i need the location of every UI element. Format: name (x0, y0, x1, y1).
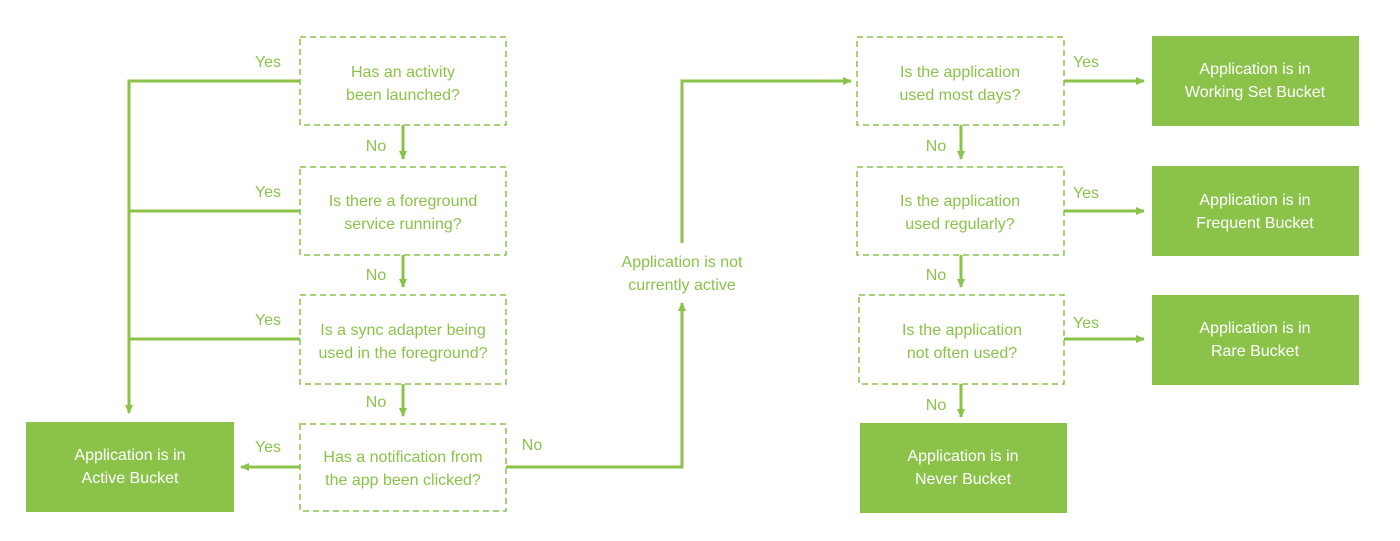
question-foreground-service-line2: service running? (344, 216, 462, 233)
edge-label-foreground-service-no: No (366, 267, 387, 284)
edge-label-activity-no: No (366, 138, 387, 155)
question-regularly-line1: Is the application (900, 193, 1020, 210)
question-not-often-box (858, 294, 1065, 385)
connector-inactive-to-most-days (680, 77, 852, 243)
question-notification-line1: Has a notification from (323, 449, 482, 466)
result-active-line1: Application is in (74, 447, 185, 464)
result-frequent-line1: Application is in (1199, 192, 1310, 209)
question-foreground-service-box (299, 166, 507, 256)
question-most-days-box (856, 36, 1065, 126)
result-working-set-line2: Working Set Bucket (1185, 84, 1326, 101)
result-frequent-line2: Frequent Bucket (1196, 215, 1314, 232)
question-most-days-line2: used most days? (900, 87, 1021, 104)
question-notification-line2: the app been clicked? (325, 472, 481, 489)
connector-activity-yes (125, 79, 300, 414)
question-not-often-line1: Is the application (902, 322, 1022, 339)
edge-label-notification-yes: Yes (255, 439, 281, 456)
edge-label-regularly-yes: Yes (1073, 185, 1099, 202)
question-activity-box (299, 36, 507, 126)
question-activity-line1: Has an activity (351, 64, 455, 81)
result-active-line2: Active Bucket (82, 470, 179, 487)
edge-label-foreground-service-yes: Yes (255, 184, 281, 201)
result-rare-box (1152, 295, 1359, 385)
question-sync-adapter-box (299, 294, 507, 385)
edge-label-not-often-yes: Yes (1073, 315, 1099, 332)
question-not-often-line2: not often used? (907, 345, 1017, 362)
connector-notification-no (506, 302, 686, 469)
result-working-set-box (1152, 36, 1359, 126)
question-regularly-line2: used regularly? (905, 216, 1015, 233)
question-foreground-service-line1: Is there a foreground (329, 193, 478, 210)
question-sync-adapter-line1: Is a sync adapter being (320, 322, 485, 339)
result-never-line2: Never Bucket (915, 471, 1012, 488)
question-activity-line2: been launched? (346, 87, 460, 104)
question-most-days-line1: Is the application (900, 64, 1020, 81)
result-never-line1: Application is in (907, 448, 1018, 465)
edge-label-sync-adapter-no: No (366, 394, 387, 411)
result-active-box (26, 422, 234, 512)
question-regularly-box (856, 166, 1065, 256)
edge-label-not-often-no: No (926, 397, 947, 414)
edge-label-most-days-no: No (926, 138, 947, 155)
edge-label-sync-adapter-yes: Yes (255, 312, 281, 329)
edge-label-most-days-yes: Yes (1073, 54, 1099, 71)
question-notification-box (299, 423, 507, 512)
result-rare-line2: Rare Bucket (1211, 343, 1300, 360)
result-working-set-line1: Application is in (1199, 61, 1310, 78)
question-sync-adapter-line2: used in the foreground? (318, 345, 487, 362)
result-frequent-box (1152, 166, 1359, 256)
edge-label-regularly-no: No (926, 267, 947, 284)
result-never-box (860, 423, 1067, 513)
inactive-note-line1: Application is not (622, 254, 744, 271)
inactive-note-line2: currently active (628, 277, 736, 294)
result-rare-line1: Application is in (1199, 320, 1310, 337)
edge-label-activity-yes: Yes (255, 54, 281, 71)
edge-label-notification-no: No (522, 437, 543, 454)
